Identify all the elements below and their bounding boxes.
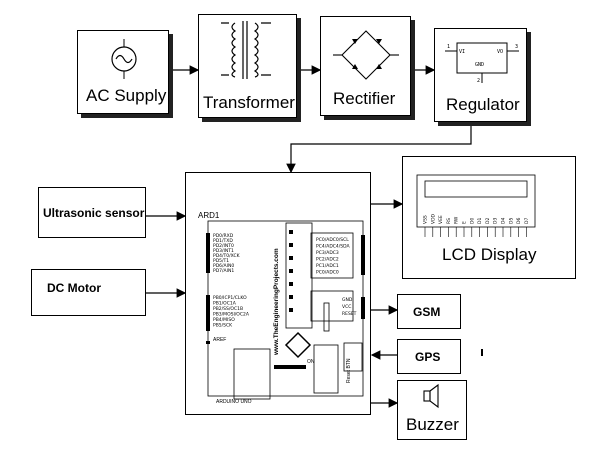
arduino-aref-label: AREF: [213, 337, 227, 343]
arduino-board-label: ARDUINO UNO: [216, 399, 252, 405]
regulator-block: VI VO GND 1 3 2 Regulator: [434, 28, 527, 122]
arduino-pin-label: PC1/ADC1: [316, 263, 339, 269]
arduino-pin-label: PC4/ADC4/SDA: [316, 244, 351, 250]
arduino-pin-label: PD3/INT1: [213, 248, 234, 254]
rectifier-label: Rectifier: [333, 89, 396, 108]
arduino-pin-label: PD1/TXD: [213, 238, 233, 244]
rectifier-block: Rectifier: [320, 16, 411, 116]
lcd-pin-label: VEE: [438, 215, 444, 224]
arduino-pin-label: PD2/INT0: [213, 243, 234, 249]
arduino-pin-label: PC3/ADC3: [316, 250, 339, 256]
lcd-pin-label: D2: [485, 218, 491, 224]
arduino-pin-label: PD6/AIN0: [213, 263, 234, 269]
lcd-pin-label: D4: [501, 218, 507, 224]
lcd-pin-label: D3: [493, 218, 499, 224]
buzzer-label: Buzzer: [406, 415, 459, 434]
transformer-label: Transformer: [203, 93, 295, 112]
regulator-label: Regulator: [446, 95, 520, 114]
arduino-pin-label: PD5/T1: [213, 258, 229, 264]
arduino-pin-label: PD4/T0/XCK: [213, 253, 241, 259]
arduino-pin-label: PB2/SS/OC1B: [213, 306, 243, 312]
lcd-pin-label: RS: [446, 218, 452, 224]
lcd-pin-label: D5: [508, 218, 514, 224]
gsm-block: GSM: [397, 294, 461, 329]
buzzer-block: Buzzer: [397, 380, 467, 440]
gsm-label: GSM: [413, 305, 441, 319]
lcd-pin-label: D0: [469, 218, 475, 224]
ultrasonic-sensor-label: Ultrasonic sensor: [43, 206, 145, 220]
arduino-reset-label: Reset BTN: [346, 358, 352, 383]
arduino-pin-label: PC0/ADC0/SCL: [316, 237, 349, 243]
gps-label: GPS: [415, 350, 441, 364]
lcd-pin-label: E: [462, 221, 468, 224]
lcd-pin-label: RW: [454, 216, 460, 224]
arduino-on-label: ON: [307, 359, 315, 365]
regulator-gnd-pin: GND: [475, 62, 484, 68]
transformer-block: Transformer: [198, 14, 297, 118]
arduino-pin-label: PC0/ADC0: [316, 270, 339, 276]
arrow-regulator-to-arduino: [286, 122, 472, 174]
dc-motor-label: DC Motor: [47, 281, 101, 295]
regulator-vo-pin: VO: [497, 49, 503, 55]
arduino-pin-label: PB4/MISO: [213, 317, 235, 323]
arduino-pin-label: PB5/SCK: [213, 323, 233, 329]
arduino-pin-label: PC2/ADC2: [316, 257, 339, 263]
lcd-pin-label: D1: [477, 218, 483, 224]
lcd-display-label: LCD Display: [442, 245, 537, 264]
arduino-pin-label: PB1/OC1A: [213, 301, 237, 307]
arduino-schematic: PD0/RXDPD1/TXDPD2/INT0PD3/INT1PD4/T0/XCK…: [206, 220, 365, 400]
gps-side-mark: [481, 349, 483, 356]
regulator-pin-2: 2: [477, 78, 480, 84]
arduino-pin-label: GND: [342, 297, 353, 303]
regulator-vi-pin: VI: [459, 49, 465, 55]
buzzer-icon: [423, 383, 439, 409]
arduino-pin-label: PD0/RXD: [213, 233, 234, 239]
lcd-pin-label: VDD: [430, 213, 436, 224]
lcd-pin-label: D7: [524, 218, 530, 224]
regulator-pin-3: 3: [515, 44, 518, 50]
arduino-logo-diamond: [284, 331, 312, 359]
lcd-pin-label: VSS: [423, 215, 429, 224]
ultrasonic-sensor-block: Ultrasonic sensor: [38, 187, 146, 238]
ac-supply-label: AC Supply: [86, 86, 167, 105]
arduino-pin-label: PB3/MOSI/OC2A: [213, 312, 250, 318]
arduino-ref-label: ARD1: [198, 211, 220, 220]
dc-motor-block: DC Motor: [31, 269, 146, 316]
arduino-pin-label: VCC: [342, 304, 351, 310]
arduino-website-label: www.TheEngineeringProjects.com: [273, 248, 280, 355]
arduino-pin-label: PB0/ICP1/CLKO: [213, 295, 247, 301]
bridge-rectifier-icon: [333, 30, 399, 80]
arduino-pin-label: RESET: [342, 311, 357, 317]
arduino-pin-label: PD7/AIN1: [213, 268, 234, 274]
gps-block: GPS: [397, 339, 461, 374]
lcd-pin-label: D6: [516, 218, 522, 224]
ac-source-icon: [111, 39, 137, 79]
ac-supply-block: AC Supply: [77, 30, 169, 114]
transformer-icon: [221, 21, 271, 79]
regulator-ic-icon: VI VO GND 1 3 2: [445, 42, 519, 84]
regulator-pin-1: 1: [447, 44, 450, 50]
